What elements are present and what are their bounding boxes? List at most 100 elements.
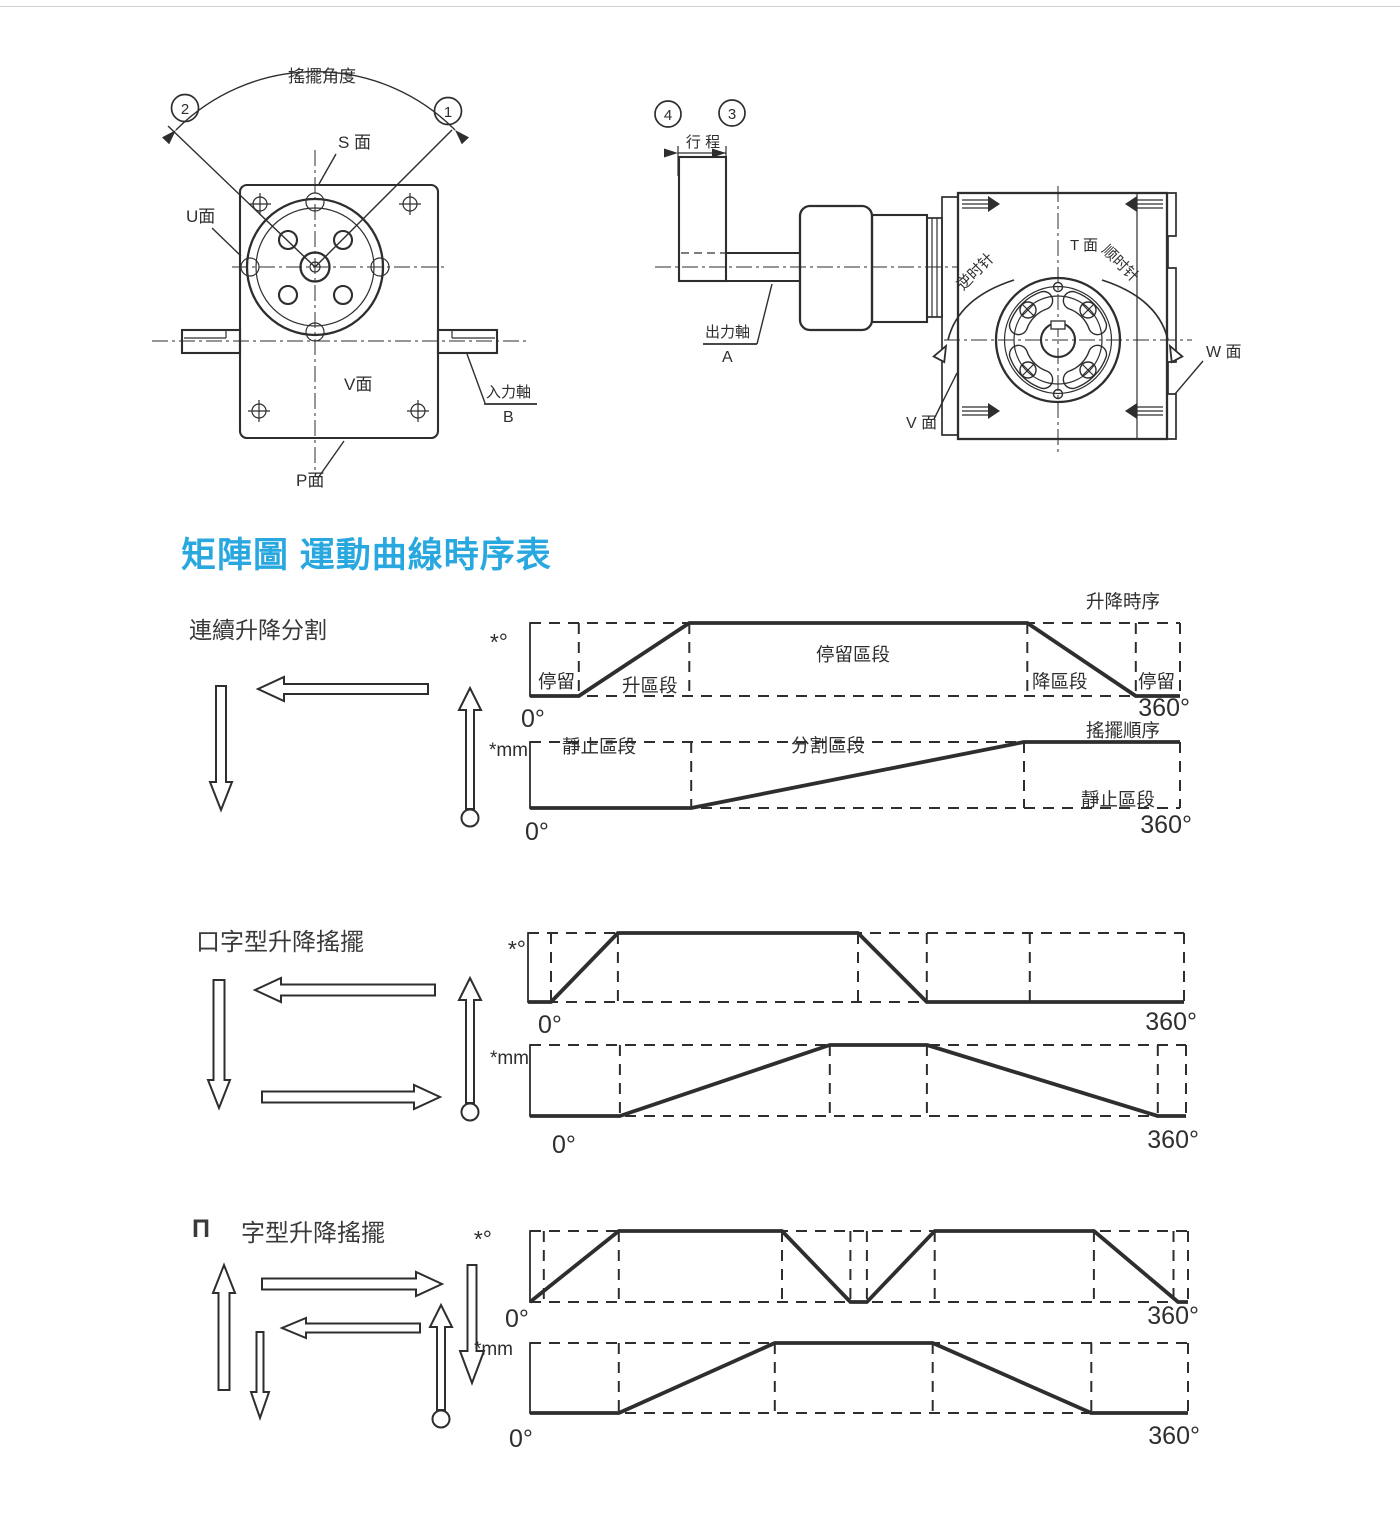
svg-text:入力軸: 入力軸 <box>486 384 531 401</box>
flow-arrow-right-icon <box>261 1083 443 1111</box>
ccw-label: 逆时针 <box>954 250 998 294</box>
y-axis-label: *mm <box>474 1339 513 1360</box>
svg-text:B: B <box>503 409 514 426</box>
chart-lift-timing <box>529 621 1181 698</box>
x-axis-start: 0° <box>538 1011 562 1039</box>
flow-arrow-up-icon <box>211 1262 237 1391</box>
region-label: 升區段 <box>622 675 678 696</box>
x-axis-start: 0° <box>525 818 549 846</box>
axis-up-arrow-icon <box>428 1302 454 1429</box>
corner-label: 升降時序 <box>1086 591 1160 612</box>
x-axis-end: 360° <box>1147 1126 1199 1154</box>
region-label: 靜止區段 <box>1081 789 1155 810</box>
svg-text:出力軸: 出力軸 <box>705 324 750 341</box>
w-face-plate <box>1167 192 1177 440</box>
flow-arrow-left-icon <box>255 675 429 703</box>
face-t-label: T 面 <box>1070 237 1098 254</box>
balloon-1-leader <box>314 129 453 268</box>
face-u-label: U面 <box>186 207 215 226</box>
swing-angle-dimension <box>161 71 470 145</box>
section-title-box-shape-lift-swing: 口字型升降搖擺 <box>196 929 364 956</box>
x-axis-end: 360° <box>1138 694 1190 722</box>
left-shaft <box>180 328 242 355</box>
x-axis-start: 0° <box>509 1425 533 1453</box>
y-axis-label: *mm <box>490 1048 529 1069</box>
front-body <box>238 183 440 440</box>
chart-n-lift-deg <box>528 1229 1189 1304</box>
region-label: 停留 <box>538 671 575 692</box>
x-axis-end: 360° <box>1148 1422 1200 1450</box>
x-axis-end: 360° <box>1147 1302 1199 1330</box>
ccw-arrow-icon <box>932 279 1015 364</box>
y-axis-label: *° <box>490 629 508 655</box>
corner-screw-icon <box>248 193 429 422</box>
flow-arrow-down-icon <box>206 979 232 1111</box>
x-axis-start: 0° <box>521 705 545 733</box>
svg-text:3: 3 <box>728 106 736 123</box>
region-label: 停留區段 <box>816 644 890 665</box>
region-label: 分割區段 <box>791 735 865 756</box>
section-title-n-shape-lift-swing: 字型升降搖擺 <box>241 1220 385 1247</box>
flow-arrow-right-icon <box>261 1270 445 1298</box>
output-shaft-callout: 出力軸 A <box>703 283 773 366</box>
flow-arrow-down-icon <box>249 1331 271 1422</box>
chart-labels: *° 0° 360° 升降時序 停留 升區段 停留區段 降區段 停留 *mm 0… <box>474 591 1200 1453</box>
stroke-dimension <box>664 146 727 250</box>
gear-housing <box>798 196 959 436</box>
section-title-continuous-lift-index: 連續升降分割 <box>189 617 327 643</box>
region-label: 停留 <box>1138 671 1175 692</box>
svg-text:1: 1 <box>444 104 452 121</box>
face-v-label: V面 <box>344 375 372 394</box>
balloon-3: 3 <box>718 99 746 127</box>
corner-label: 搖擺順序 <box>1086 720 1160 741</box>
x-axis-end: 360° <box>1145 1008 1197 1036</box>
svg-text:4: 4 <box>664 107 672 124</box>
mounting-stud-icon <box>962 196 1163 419</box>
section-title-prefix-glyph: П <box>192 1215 210 1243</box>
axis-up-arrow-icon <box>457 975 483 1122</box>
input-shaft <box>436 328 499 355</box>
cw-arrow-icon <box>1101 279 1184 364</box>
flow-arrow-left-icon <box>279 1316 421 1340</box>
x-axis-start: 0° <box>505 1305 529 1333</box>
front-view: 搖擺角度 2 1 U面 S 面 V面 <box>152 67 537 490</box>
y-axis-label: *mm <box>489 740 528 761</box>
chart-box-lift-mm <box>529 1043 1187 1118</box>
motion-charts <box>527 621 1189 1415</box>
side-flange <box>994 276 1122 404</box>
face-w-label: W 面 <box>1206 344 1242 361</box>
y-axis-label: *° <box>474 1226 492 1252</box>
region-label: 降區段 <box>1032 671 1088 692</box>
balloon-2-leader <box>167 125 316 268</box>
y-axis-label: *° <box>508 936 526 962</box>
face-p-label: P面 <box>296 471 324 490</box>
output-flange <box>240 192 390 342</box>
input-shaft-callout: 入力軸 B <box>466 353 537 426</box>
motion-path-arrow-icons <box>206 675 486 1429</box>
region-label: 靜止區段 <box>562 736 636 757</box>
flow-arrow-down-icon <box>208 685 234 813</box>
axis-up-arrow-icon <box>457 685 483 828</box>
svg-text:2: 2 <box>181 101 189 118</box>
flow-arrow-left-icon <box>252 976 436 1004</box>
balloon-1: 1 <box>433 96 463 126</box>
balloon-4: 4 <box>654 100 682 128</box>
side-view: 4 3 行 程 <box>654 99 1242 455</box>
slot-screw-icon <box>1019 301 1097 379</box>
stroke-label: 行 程 <box>686 134 720 151</box>
swing-angle-label: 搖擺角度 <box>288 67 356 86</box>
balloon-2: 2 <box>170 93 200 123</box>
svg-text:A: A <box>722 349 733 366</box>
flow-arrow-down-icon <box>458 1264 486 1386</box>
face-s-label: S 面 <box>338 133 371 152</box>
chart-n-lift-mm <box>529 1341 1189 1415</box>
output-shaft-rod <box>726 251 800 283</box>
x-axis-end: 360° <box>1140 811 1192 839</box>
page-top-border <box>0 6 1400 7</box>
output-arm <box>677 155 728 283</box>
chart-box-lift-deg <box>527 931 1185 1004</box>
x-axis-start: 0° <box>552 1131 576 1159</box>
chart-swing-sequence <box>529 740 1181 810</box>
